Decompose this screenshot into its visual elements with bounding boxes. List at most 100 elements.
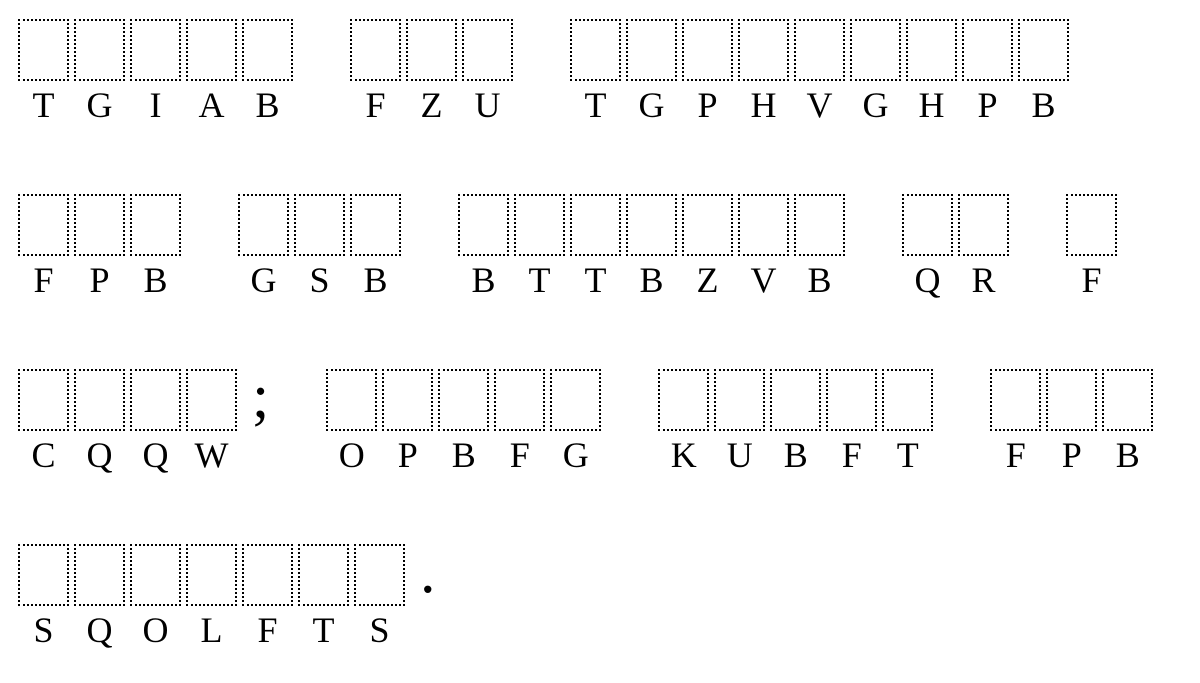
cipher-letter: S [33, 610, 54, 650]
cipher-letter: V [806, 85, 833, 125]
letter-cell: P [74, 194, 125, 302]
letter-cell: F [494, 369, 546, 477]
answer-box[interactable] [130, 19, 181, 81]
answer-box[interactable] [570, 194, 621, 256]
cipher-letter: B [363, 260, 388, 300]
answer-box[interactable] [570, 19, 621, 81]
letter-cell: B [350, 194, 401, 302]
answer-box[interactable] [18, 544, 69, 606]
answer-box[interactable] [406, 19, 457, 81]
letter-cell: B [626, 194, 677, 302]
answer-box[interactable] [130, 194, 181, 256]
answer-box[interactable] [826, 369, 878, 431]
answer-box[interactable] [74, 544, 125, 606]
answer-box[interactable] [682, 19, 733, 81]
answer-box[interactable] [1066, 194, 1117, 256]
answer-box[interactable] [186, 544, 237, 606]
cipher-letter: B [451, 435, 476, 475]
answer-box[interactable] [1046, 369, 1098, 431]
letter-cell: T [882, 369, 934, 477]
answer-box[interactable] [714, 369, 766, 431]
answer-box[interactable] [130, 544, 181, 606]
letter-cell: R [958, 194, 1009, 302]
cipher-letter: F [33, 260, 54, 300]
cipher-letter: B [783, 435, 808, 475]
answer-box[interactable] [738, 19, 789, 81]
letter-cell: P [962, 19, 1013, 127]
cipher-letter: G [250, 260, 277, 300]
letter-cell: P [382, 369, 434, 477]
answer-box[interactable] [770, 369, 822, 431]
cipher-letter: B [255, 85, 280, 125]
letter-cell: S [294, 194, 345, 302]
answer-box[interactable] [850, 19, 901, 81]
cipher-letter: S [369, 610, 390, 650]
answer-box[interactable] [294, 194, 345, 256]
cipher-letter: P [697, 85, 718, 125]
letter-cell: F [1066, 194, 1117, 302]
answer-box[interactable] [242, 544, 293, 606]
answer-box[interactable] [990, 369, 1042, 431]
answer-box[interactable] [550, 369, 602, 431]
answer-box[interactable] [794, 19, 845, 81]
answer-box[interactable] [626, 19, 677, 81]
answer-box[interactable] [326, 369, 378, 431]
answer-box[interactable] [882, 369, 934, 431]
answer-box[interactable] [18, 369, 69, 431]
cipher-letter: S [309, 260, 330, 300]
letter-cell: F [350, 19, 401, 127]
answer-box[interactable] [74, 369, 125, 431]
cipher-letter: O [142, 610, 169, 650]
answer-box[interactable] [350, 19, 401, 81]
answer-box[interactable] [902, 194, 953, 256]
cipher-letter: B [1031, 85, 1056, 125]
answer-box[interactable] [382, 369, 434, 431]
letter-cell: A [186, 19, 237, 127]
answer-box[interactable] [186, 369, 237, 431]
letter-cell: Q [74, 544, 125, 652]
answer-box[interactable] [682, 194, 733, 256]
answer-box[interactable] [186, 19, 237, 81]
cipher-letter: B [807, 260, 832, 300]
answer-box[interactable] [1102, 369, 1154, 431]
letter-cell: F [242, 544, 293, 652]
cipher-letter: F [257, 610, 278, 650]
letter-cell: U [462, 19, 513, 127]
letter-cell: B [1018, 19, 1069, 127]
letter-cell: G [626, 19, 677, 127]
answer-box[interactable] [1018, 19, 1069, 81]
answer-box[interactable] [238, 194, 289, 256]
cipher-letter: C [31, 435, 56, 475]
cipher-letter: T [896, 435, 919, 475]
cipher-letter: K [670, 435, 697, 475]
answer-box[interactable] [74, 194, 125, 256]
answer-box[interactable] [738, 194, 789, 256]
answer-box[interactable] [626, 194, 677, 256]
answer-box[interactable] [18, 19, 69, 81]
letter-cell: B [794, 194, 845, 302]
answer-box[interactable] [906, 19, 957, 81]
answer-box[interactable] [438, 369, 490, 431]
answer-box[interactable] [130, 369, 181, 431]
answer-box[interactable] [514, 194, 565, 256]
answer-box[interactable] [658, 369, 710, 431]
letter-cell: H [738, 19, 789, 127]
answer-box[interactable] [962, 19, 1013, 81]
answer-box[interactable] [462, 19, 513, 81]
answer-box[interactable] [494, 369, 546, 431]
answer-box[interactable] [958, 194, 1009, 256]
answer-box[interactable] [242, 19, 293, 81]
answer-box[interactable] [350, 194, 401, 256]
answer-box[interactable] [298, 544, 349, 606]
answer-box[interactable] [794, 194, 845, 256]
answer-box[interactable] [458, 194, 509, 256]
cipher-letter: W [194, 435, 229, 475]
answer-box[interactable] [18, 194, 69, 256]
answer-box[interactable] [74, 19, 125, 81]
answer-box[interactable] [354, 544, 405, 606]
